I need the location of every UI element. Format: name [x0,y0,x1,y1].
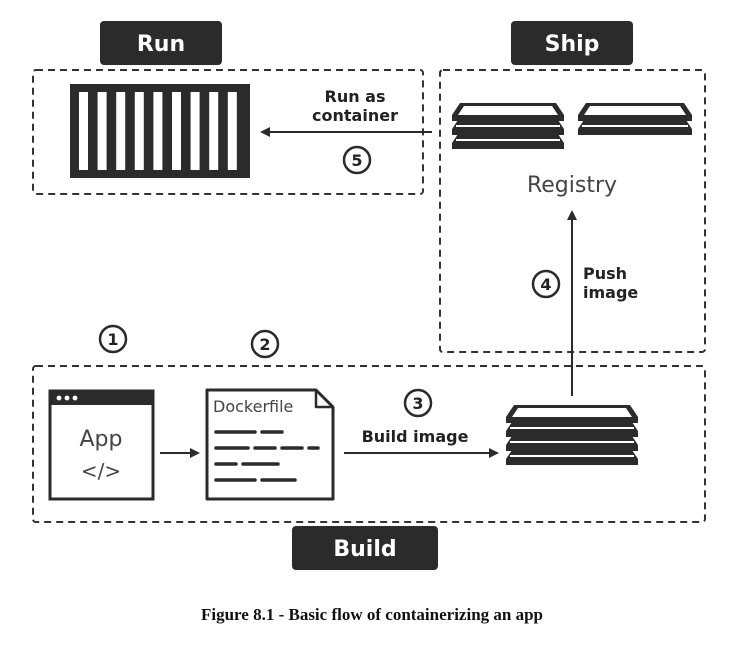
figure-caption: Figure 8.1 - Basic flow of containerizin… [200,605,544,624]
dockerfile-icon: Dockerfile [205,388,335,501]
container-bar [116,92,126,170]
dockerfile-code-lines [214,430,320,482]
container-bar [79,92,88,170]
ship-label: Ship [511,21,633,65]
build-label: Build [292,526,438,570]
run-as-label-line1: Run as [325,87,386,106]
run-label-text: Run [137,32,185,57]
container-bar [97,92,107,170]
push-label-line2: image [583,283,638,302]
registry-image-stack-icon-1 [452,103,564,149]
step-3-text: 3 [412,394,423,413]
built-image-stack-icon [506,405,638,465]
step-4-text: 4 [540,275,551,294]
step-1-badge: 1 [98,324,128,354]
image-layer-face [458,106,558,115]
step-4-badge: 4 [531,269,561,299]
step-2-badge: 2 [250,329,280,359]
step-2-text: 2 [259,335,270,354]
app-label: App [80,427,123,452]
container-bar [209,92,219,170]
push-label-line1: Push [583,264,627,283]
step-3-badge: 3 [403,388,433,418]
container-bar [153,92,163,170]
app-window-icon: App </> [48,389,155,501]
dockerfile-label: Dockerfile [213,397,293,416]
container-bar [172,92,181,170]
build-region [32,365,706,523]
container-bar [190,92,200,170]
run-label: Run [100,21,222,65]
code-tag-label: </> [81,459,121,483]
image-layer-face [512,408,632,417]
image-layer-face [584,106,686,115]
container-bar [227,92,237,170]
registry-image-stack-icon-2 [578,103,692,135]
build-image-label: Build image [362,427,469,446]
container-icon [70,84,250,178]
step-5-text: 5 [351,151,362,170]
step-5-badge: 5 [342,145,372,175]
registry-label: Registry [527,173,617,198]
build-label-text: Build [333,537,396,562]
run-as-label-line2: container [312,106,398,125]
step-1-text: 1 [107,330,118,349]
ship-label-text: Ship [545,32,600,57]
container-bar [134,92,144,170]
